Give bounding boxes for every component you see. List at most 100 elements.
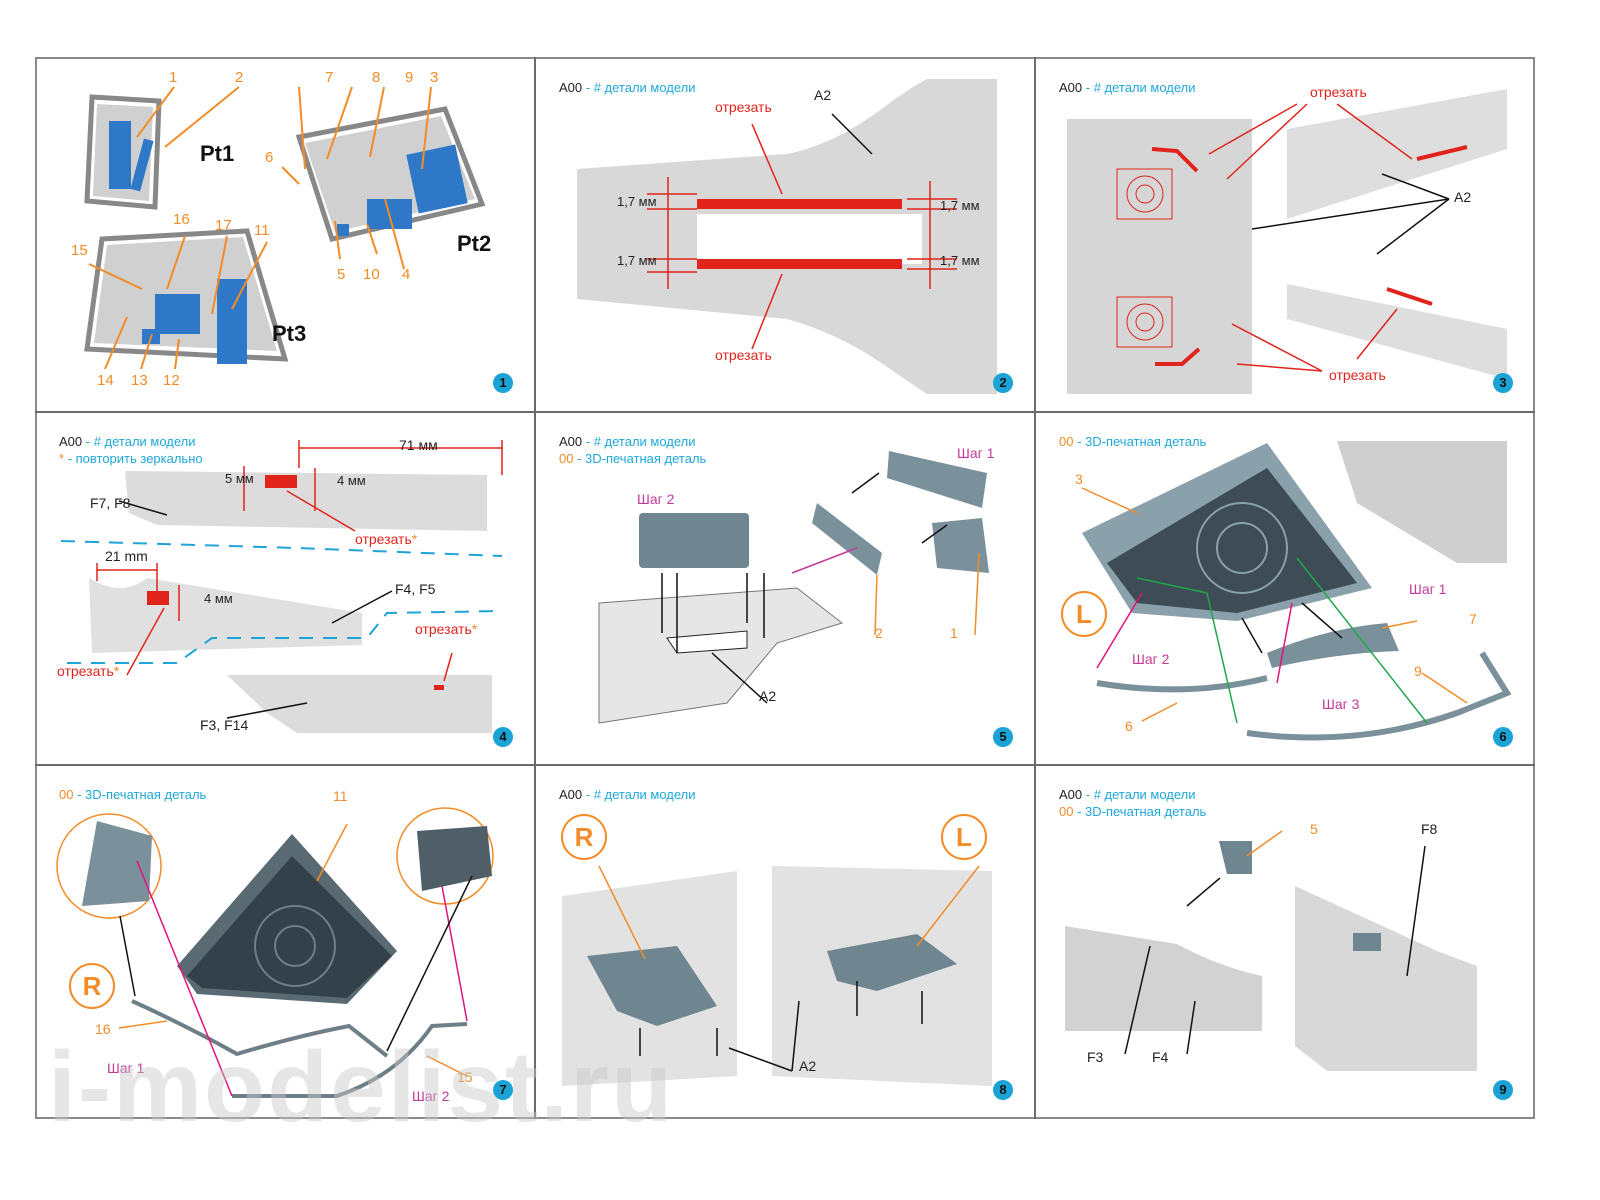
frame-label-pt2: Pt2 bbox=[457, 231, 492, 256]
part-number-4: 4 bbox=[402, 266, 411, 283]
part-label-f7-f8: F7, F8 bbox=[90, 495, 131, 511]
legend: A00 - # детали модели * - повторить зерк… bbox=[59, 433, 203, 467]
part-number-5: 5 bbox=[1310, 821, 1318, 837]
part-number-14: 14 bbox=[97, 372, 114, 389]
dimension-label: 1,7 мм bbox=[617, 194, 657, 209]
cut-label: отрезать* bbox=[415, 621, 477, 637]
grid-divider bbox=[534, 57, 536, 1119]
legend-text: - 3D-печатная деталь bbox=[1073, 434, 1207, 449]
step-number-badge: 8 bbox=[993, 1080, 1013, 1100]
printed-frames-illustration bbox=[84, 86, 486, 370]
part-number-11: 11 bbox=[254, 222, 270, 239]
legend-key: A00 bbox=[1059, 787, 1083, 802]
cut-label-bottom: отрезать bbox=[1329, 367, 1386, 383]
mirror-star: * bbox=[113, 663, 120, 679]
wheel-well-cut-illustration bbox=[1067, 89, 1507, 394]
step-number-badge: 6 bbox=[1493, 727, 1513, 747]
cut-label-top: отрезать bbox=[1310, 84, 1367, 100]
legend: A00 - # детали модели 00 - 3D-печатная д… bbox=[559, 433, 706, 467]
part-label-a2: A2 bbox=[759, 688, 777, 704]
part-label-f8: F8 bbox=[1421, 821, 1438, 837]
cut-label-bottom: отрезать bbox=[715, 347, 772, 363]
legend-text: - 3D-печатная деталь bbox=[573, 451, 707, 466]
legend-key: * bbox=[59, 451, 65, 466]
legend-key: 00 bbox=[59, 787, 74, 802]
part-number-16: 16 bbox=[173, 211, 190, 228]
step-label-2: Шаг 2 bbox=[412, 1088, 450, 1104]
part-number-6: 6 bbox=[1125, 718, 1133, 734]
legend-key: 00 bbox=[1059, 434, 1074, 449]
step-number-badge: 5 bbox=[993, 727, 1013, 747]
frame-label-pt1: Pt1 bbox=[200, 141, 235, 166]
dimension-label: 71 мм bbox=[399, 437, 438, 453]
step-number-badge: 4 bbox=[493, 727, 513, 747]
part-label-a2: A2 bbox=[1454, 189, 1472, 205]
cut-label: отрезать* bbox=[57, 663, 119, 679]
dimension-label: 1,7 мм bbox=[940, 198, 980, 213]
step-panel-5: A00 - # детали модели 00 - 3D-печатная д… bbox=[537, 413, 1035, 765]
part-label-f4-f5: F4, F5 bbox=[395, 581, 436, 597]
part-number-3: 3 bbox=[430, 69, 439, 86]
part-label-a2: A2 bbox=[799, 1058, 817, 1074]
step-panel-3: A00 - # детали модели отрезать отрезать … bbox=[1037, 59, 1535, 411]
part-label-a2: A2 bbox=[814, 87, 832, 103]
part-number-12: 12 bbox=[163, 372, 180, 389]
side-marker-right: R bbox=[561, 814, 607, 860]
legend-key: A00 bbox=[59, 434, 83, 449]
part-number-11: 11 bbox=[333, 788, 348, 804]
dimension-label: 1,7 мм bbox=[617, 253, 657, 268]
part-number-15: 15 bbox=[71, 242, 88, 259]
legend-key: A00 bbox=[1059, 80, 1083, 95]
step-label-1: Шаг 1 bbox=[1409, 581, 1447, 597]
dimension-label: 5 мм bbox=[225, 471, 254, 486]
part-number-7: 7 bbox=[1469, 611, 1477, 627]
part-label-f3: F3 bbox=[1087, 1049, 1104, 1065]
legend-key: A00 bbox=[559, 434, 583, 449]
step-panel-8: A00 - # детали модели A2 R L 8 bbox=[537, 766, 1035, 1118]
cut-label-top: отрезать bbox=[715, 99, 772, 115]
part-number-1: 1 bbox=[950, 625, 958, 641]
legend: A00 - # детали модели bbox=[559, 786, 696, 803]
legend: A00 - # детали модели bbox=[559, 79, 696, 96]
legend-text: - 3D-печатная деталь bbox=[1073, 804, 1207, 819]
cut-label: отрезать* bbox=[355, 531, 417, 547]
part-number-2: 2 bbox=[235, 69, 244, 86]
legend-key: A00 bbox=[559, 80, 583, 95]
step-number-badge: 7 bbox=[493, 1080, 513, 1100]
right-wheel-bay-illustration bbox=[56, 807, 494, 1098]
step-panel-1: 1 2 3 4 5 6 7 8 9 10 11 12 13 14 15 16 1… bbox=[37, 59, 535, 411]
legend-text: - # детали модели bbox=[1082, 80, 1196, 95]
left-wheel-bay-illustration bbox=[1081, 441, 1512, 741]
legend: A00 - # детали модели 00 - 3D-печатная д… bbox=[1059, 786, 1206, 820]
part-number-2: 2 bbox=[875, 625, 883, 641]
side-panel-cut-illustration bbox=[60, 440, 503, 733]
bay-installation-illustration bbox=[562, 865, 992, 1086]
step-label-2: Шаг 2 bbox=[1132, 651, 1170, 667]
step-number-badge: 2 bbox=[993, 373, 1013, 393]
legend: A00 - # детали модели bbox=[1059, 79, 1196, 96]
side-marker-right: R bbox=[69, 963, 115, 1009]
part-number-16: 16 bbox=[95, 1021, 111, 1037]
legend: 00 - 3D-печатная деталь bbox=[59, 786, 206, 803]
step-number-badge: 1 bbox=[493, 373, 513, 393]
part-number-9: 9 bbox=[1414, 663, 1422, 679]
instruction-sheet bbox=[35, 57, 1535, 1119]
dimension-label: 4 мм bbox=[337, 473, 366, 488]
legend-text: - # детали модели bbox=[1082, 787, 1196, 802]
step-number-badge: 3 bbox=[1493, 373, 1513, 393]
legend-text: - # детали модели bbox=[582, 787, 696, 802]
part-number-6: 6 bbox=[265, 149, 274, 166]
step-label-2: Шаг 2 bbox=[637, 491, 675, 507]
side-marker-left: L bbox=[1061, 591, 1107, 637]
legend-text: - повторить зеркально bbox=[64, 451, 203, 466]
legend: 00 - 3D-печатная деталь bbox=[1059, 433, 1206, 450]
part-number-7: 7 bbox=[325, 69, 334, 86]
legend-text: - # детали модели bbox=[82, 434, 196, 449]
part-5-installation-illustration bbox=[1065, 830, 1477, 1071]
dimension-label: 1,7 мм bbox=[940, 253, 980, 268]
part-number-10: 10 bbox=[363, 266, 380, 283]
legend-text: - 3D-печатная деталь bbox=[73, 787, 207, 802]
bay-assembly-illustration bbox=[598, 451, 989, 724]
step-panel-4: A00 - # детали модели * - повторить зерк… bbox=[37, 413, 535, 765]
part-number-8: 8 bbox=[372, 69, 381, 86]
